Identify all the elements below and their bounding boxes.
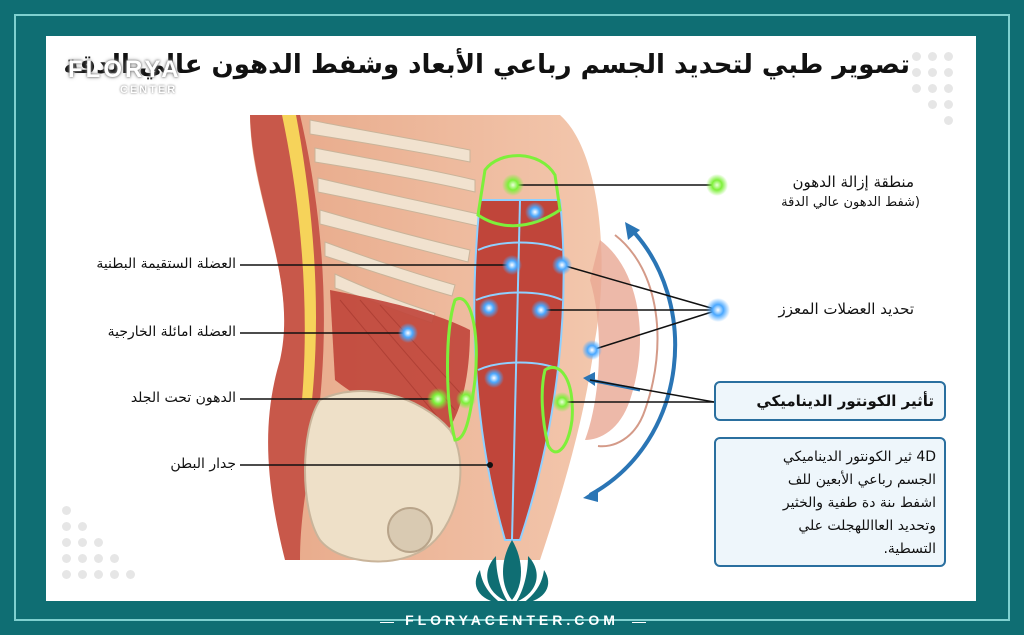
footer-line-left <box>380 622 394 623</box>
description-box: 4D ثير الكونتور الديناميكي الجسم رباعي ا… <box>714 437 946 567</box>
footer-line-right <box>632 622 646 623</box>
label-rectus-abdominis: العضلة الستقيمة البطنية <box>96 256 236 272</box>
outer-frame <box>14 14 1010 621</box>
marker-dots <box>398 174 730 468</box>
leader-lines <box>240 184 719 466</box>
fat-layer-left <box>282 115 317 400</box>
desc-line-1: 4D ثير الكونتور الديناميكي <box>782 449 936 465</box>
footer-website[interactable]: FLORYACENTER.COM <box>405 612 619 628</box>
label-subcutaneous-fat: الدهون تحت الجلد <box>130 390 236 406</box>
dynamic-contour-box: تأثير الكونتور الديناميكي <box>714 381 946 421</box>
brand-logo: FLORYA <box>68 56 182 83</box>
label-fat-removal-area: منطقة إزالة الدهون <box>792 173 914 191</box>
desc-line-2: الجسم رباعي الأبعين للف <box>787 472 936 488</box>
hip-joint <box>387 507 433 553</box>
label-abdominal-wall: جدار البطن <box>170 456 236 472</box>
label-muscle-definition: تحديد العضلات المعزز <box>778 300 914 318</box>
label-external-oblique: العضلة امائلة الخارجية <box>107 324 236 340</box>
motion-arc-right <box>589 226 678 497</box>
contour-band-outer <box>597 234 659 448</box>
desc-line-5: التسطية. <box>883 541 936 557</box>
desc-line-4: وتحديد العااللهجلت علي <box>798 518 936 534</box>
lotus-logo-icon <box>475 540 549 604</box>
label-fat-removal-sub: (شفط الدهون عالي الدقة <box>781 195 920 210</box>
pelvis-bone <box>304 390 462 563</box>
fat-zone-outlines <box>446 154 574 454</box>
brand-logo-sub: CENTER <box>120 84 178 96</box>
contour-band <box>585 240 640 440</box>
dynamic-contour-label: تأثير الكونتور الديناميكي <box>756 392 934 410</box>
desc-line-3: اشفط ىنة دة طفية والخثير <box>782 495 936 511</box>
ribcage <box>309 119 479 324</box>
rectus-abdominis <box>473 199 565 541</box>
page-title: تصوير طبي لتحديد الجسم رباعي الأبعاد وشف… <box>63 50 910 80</box>
